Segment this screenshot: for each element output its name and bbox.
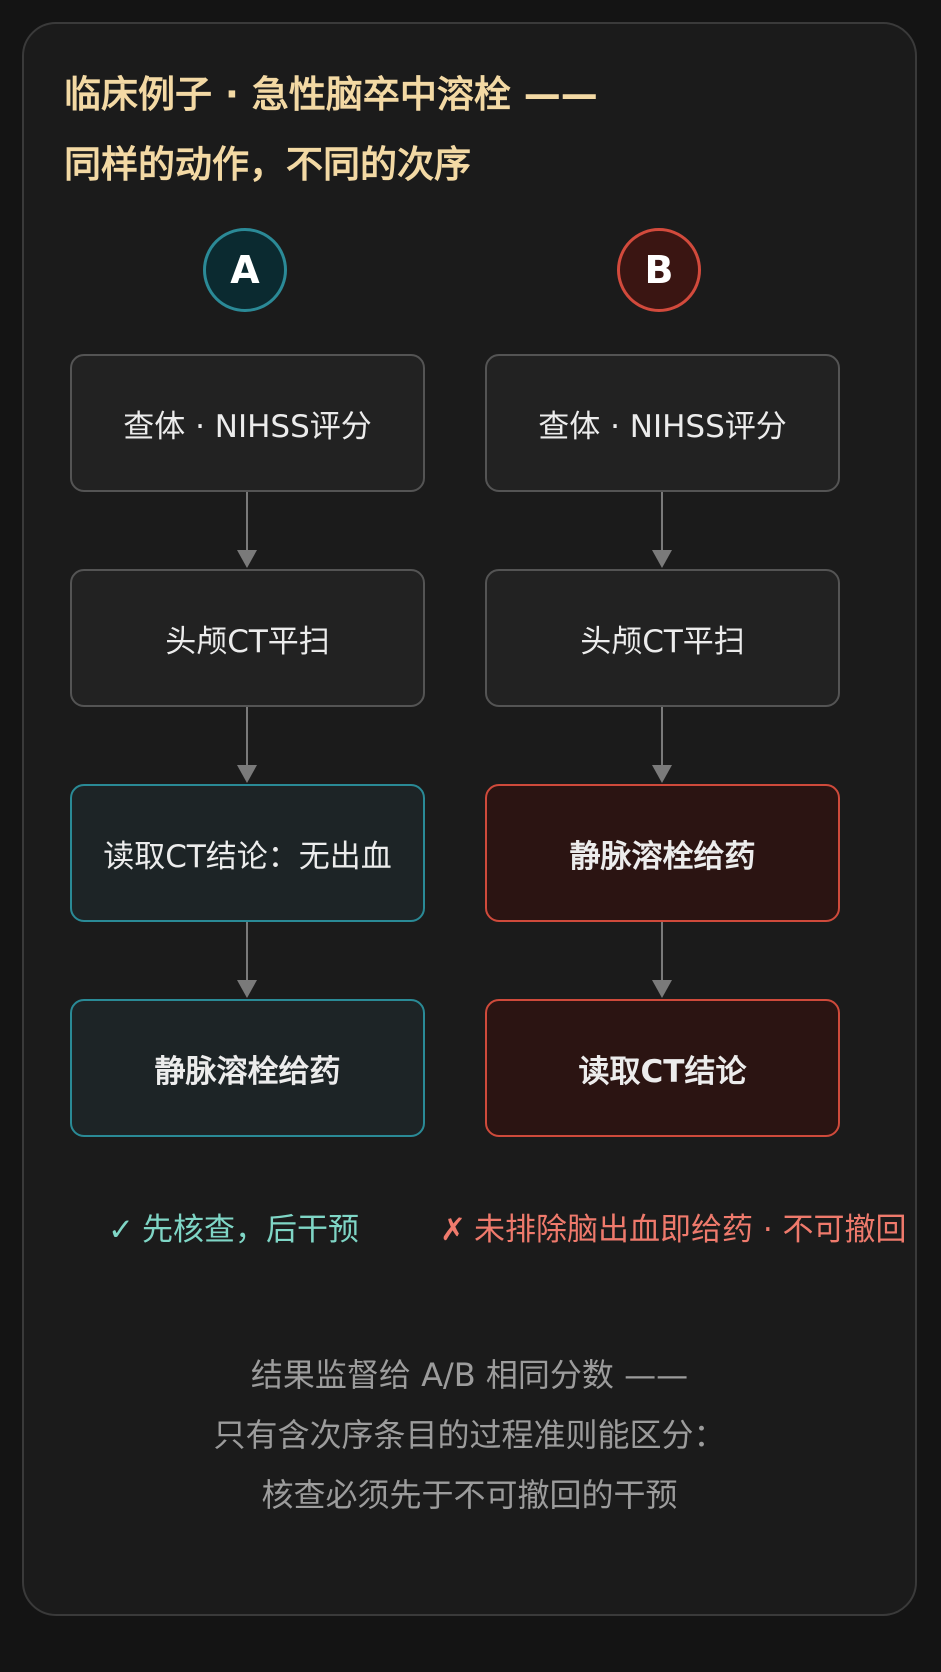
cross-icon: ✗ (440, 1212, 466, 1248)
footer-note: 结果监督给 A/B 相同分数 —— 只有含次序条目的过程准则能区分： 核查必须先… (22, 1345, 917, 1525)
arrow-b-1 (652, 492, 672, 568)
column-a-badge: A (203, 228, 287, 312)
title-line-1: 临床例子 · 急性脑卒中溶栓 —— (64, 73, 598, 116)
column-b-step-1: 查体 · NIHSS评分 (485, 354, 840, 492)
verdict-a-text: 先核查，后干预 (141, 1212, 359, 1248)
column-a-step-3: 读取CT结论：无出血 (70, 784, 425, 922)
arrow-a-2 (237, 707, 257, 783)
check-icon: ✓ (108, 1212, 134, 1248)
verdict-a: ✓先核查，后干预 (108, 1204, 359, 1249)
column-a-step-1: 查体 · NIHSS评分 (70, 354, 425, 492)
arrow-b-3 (652, 922, 672, 998)
arrow-a-3 (237, 922, 257, 998)
column-b-step-4: 读取CT结论 (485, 999, 840, 1137)
column-a-step-2: 头颅CT平扫 (70, 569, 425, 707)
column-b-step-2: 头颅CT平扫 (485, 569, 840, 707)
arrow-a-1 (237, 492, 257, 568)
page-title: 临床例子 · 急性脑卒中溶栓 —— 同样的动作，不同的次序 (64, 60, 598, 200)
column-a-step-4: 静脉溶栓给药 (70, 999, 425, 1137)
column-b-badge: B (617, 228, 701, 312)
footer-line-3: 核查必须先于不可撤回的干预 (261, 1476, 678, 1514)
column-b-step-3: 静脉溶栓给药 (485, 784, 840, 922)
verdict-b-text: 未排除脑出血即给药 · 不可撤回 (473, 1212, 907, 1248)
footer-line-2: 只有含次序条目的过程准则能区分： (213, 1416, 726, 1454)
title-line-2: 同样的动作，不同的次序 (64, 143, 471, 186)
arrow-b-2 (652, 707, 672, 783)
verdict-b: ✗未排除脑出血即给药 · 不可撤回 (440, 1204, 907, 1249)
footer-line-1: 结果监督给 A/B 相同分数 —— (250, 1356, 689, 1394)
